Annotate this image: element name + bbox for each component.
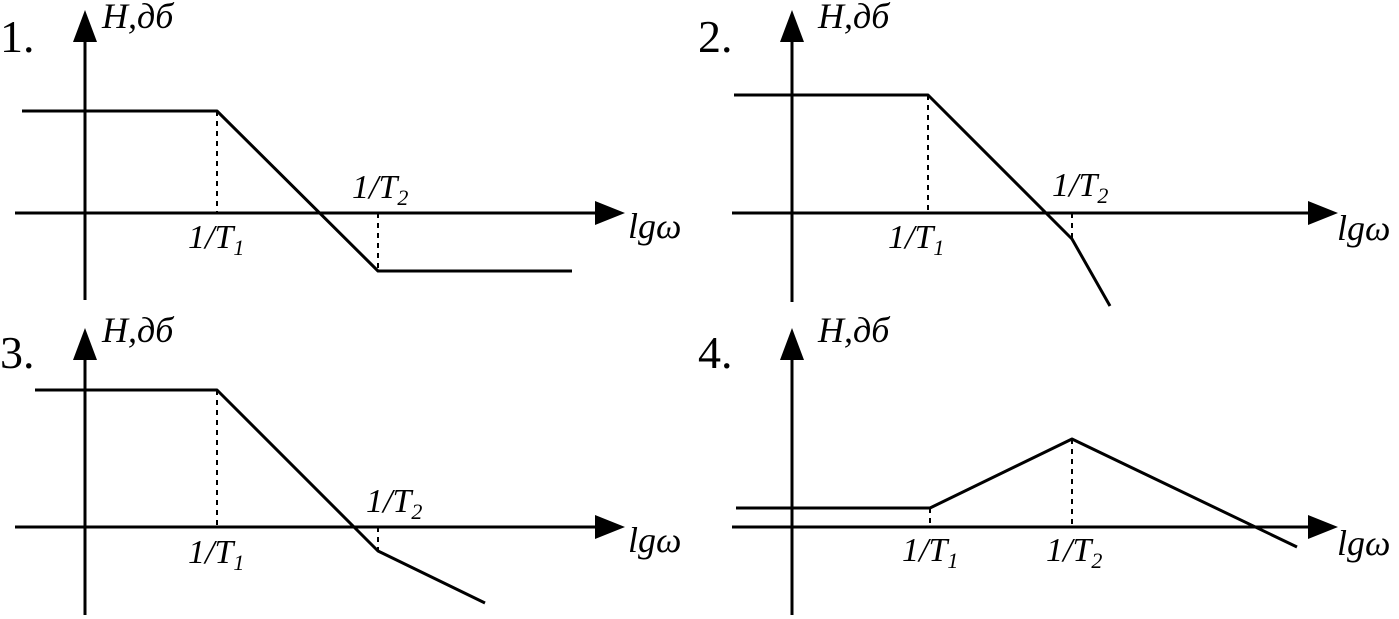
panel-number: 2. xyxy=(698,11,733,62)
x-axis-arrow-icon xyxy=(1308,515,1338,539)
panel-1: 1. H,дб lgω 1/T1 1/T2 xyxy=(0,0,681,300)
x-axis-label: lgω xyxy=(628,520,681,560)
panel-number: 1. xyxy=(0,11,35,62)
y-axis-label: H,дб xyxy=(101,310,175,350)
tick-1-label: 1/T1 xyxy=(188,534,244,575)
panel-3: 3. H,дб lgω 1/T1 1/T2 xyxy=(0,310,681,615)
x-axis-label: lgω xyxy=(1337,523,1390,563)
x-axis-label: lgω xyxy=(1337,208,1390,248)
amplitude-curve xyxy=(734,93,1112,307)
tick-1-label: 1/T1 xyxy=(902,532,958,573)
panel-number: 3. xyxy=(0,327,35,378)
tick-1-label: 1/T1 xyxy=(888,219,944,260)
tick-1-label: 1/T1 xyxy=(188,219,244,260)
amplitude-curve xyxy=(22,109,572,273)
amplitude-curve xyxy=(35,388,486,605)
tick-2-label: 1/T2 xyxy=(352,169,408,210)
panel-number: 4. xyxy=(698,327,733,378)
y-axis-arrow-icon xyxy=(73,10,97,42)
tick-2-label: 1/T2 xyxy=(366,483,422,524)
x-axis-label: lgω xyxy=(628,206,681,246)
y-axis-label: H,дб xyxy=(817,310,891,350)
x-axis-arrow-icon xyxy=(595,201,625,225)
y-axis-label: H,дб xyxy=(817,0,891,36)
y-axis-arrow-icon xyxy=(73,328,97,360)
amplitude-curve xyxy=(736,437,1298,549)
tick-2-label: 1/T2 xyxy=(1052,167,1108,208)
x-axis-arrow-icon xyxy=(595,515,625,539)
panel-2: 2. H,дб lgω 1/T1 1/T2 xyxy=(698,0,1390,307)
x-axis-arrow-icon xyxy=(1308,201,1338,225)
panel-4: 4. H,дб lgω 1/T1 1/T2 xyxy=(698,310,1390,615)
y-axis-arrow-icon xyxy=(780,328,804,360)
tick-2-label: 1/T2 xyxy=(1046,532,1102,573)
y-axis-label: H,дб xyxy=(101,0,175,36)
y-axis-arrow-icon xyxy=(780,10,804,42)
